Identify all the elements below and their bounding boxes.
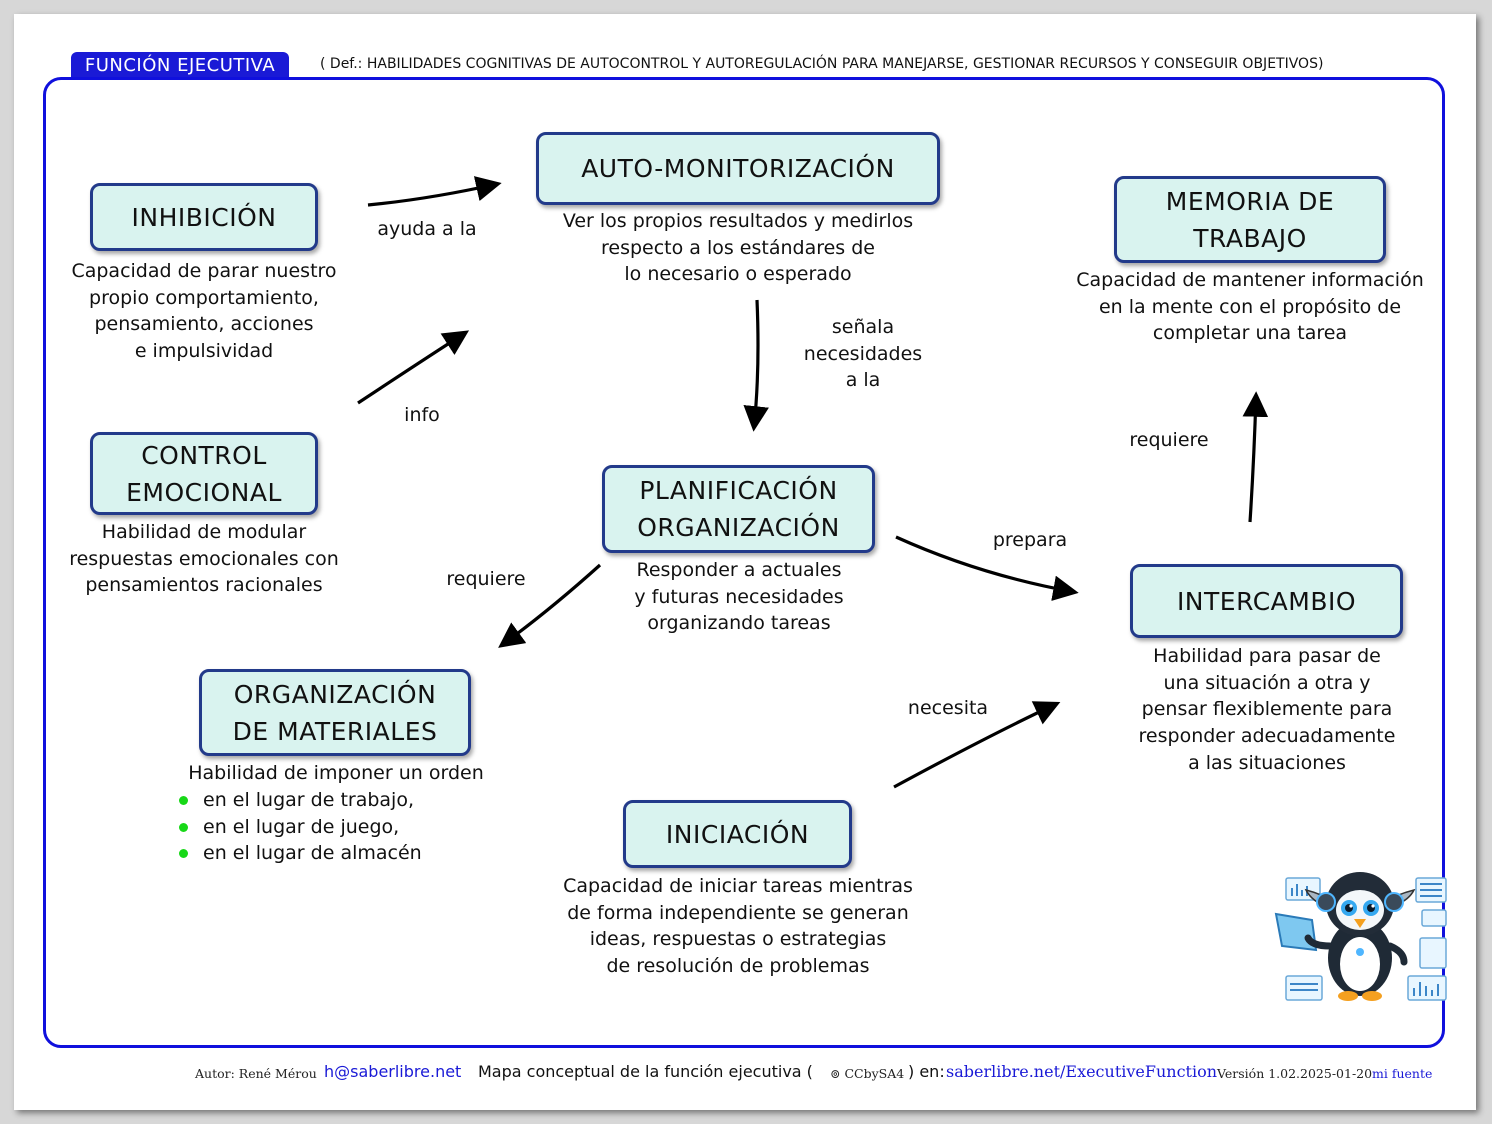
footer-author: Autor: René Mérou <box>195 1066 317 1081</box>
desc-iniciacion: Capacidad de iniciar tareas mientras de … <box>563 875 913 978</box>
bullet-text: en el lugar de trabajo, <box>203 789 414 811</box>
bullet-text: en el lugar de almacén <box>203 842 422 865</box>
node-memoria-de-trabajo: MEMORIA DE TRABAJO <box>1114 176 1386 263</box>
desc-memoria-de-trabajo: Capacidad de mantener información en la … <box>1076 269 1424 345</box>
definition-text: ( Def.: HABILIDADES COGNITIVAS DE AUTOCO… <box>320 56 1324 72</box>
page-title-badge: FUNCIÓN EJECUTIVA <box>71 52 289 78</box>
label-info: info <box>404 404 440 426</box>
arrow-intercambio-memoria <box>1242 391 1269 523</box>
label-necesita: necesita <box>907 697 989 719</box>
node-inhibicion: INHIBICIÓN <box>90 183 318 251</box>
list-item: en el lugar de juego, <box>176 814 422 841</box>
node-planificacion-organizacion: PLANIFICACIÓN ORGANIZACIÓN <box>602 465 875 553</box>
desc-control-emocional: Habilidad de modular respuestas emociona… <box>69 521 339 597</box>
footer-description: Mapa conceptual de la función ejecutiva … <box>478 1062 813 1081</box>
bullet-text: en el lugar de juego, <box>203 815 400 838</box>
footer-version: Versión 1.02.2025-01-20 <box>1217 1066 1373 1081</box>
footer-text-en: ) en: <box>908 1062 945 1081</box>
desc-organizacion-materiales: Habilidad de imponer un orden <box>188 762 484 784</box>
desc-auto-monitorizacion: Ver los propios resultados y medirlos re… <box>562 210 914 286</box>
diagram-frame <box>43 77 1445 1048</box>
arrow-planif-materiales <box>498 563 602 648</box>
footer-email-link[interactable]: h@saberlibre.net <box>324 1062 462 1081</box>
node-intercambio: INTERCAMBIO <box>1130 564 1403 638</box>
node-iniciacion: INICIACIÓN <box>623 800 852 868</box>
arrow-iniciacion-intercambio <box>893 701 1061 789</box>
bullet-dot-icon <box>179 795 188 805</box>
list-item: en el lugar de almacén <box>176 840 422 867</box>
footer-site-link[interactable]: saberlibre.net/ExecutiveFunction <box>946 1062 1218 1081</box>
footer-license-badge[interactable]: ⊚ CCbySA4 <box>830 1066 905 1081</box>
node-auto-monitorizacion: AUTO-MONITORIZACIÓN <box>536 132 940 205</box>
node-control-emocional: CONTROL EMOCIONAL <box>90 432 318 515</box>
arrow-control-automon <box>357 330 470 405</box>
arrow-automon-planif <box>743 299 769 432</box>
bullet-dot-icon <box>179 849 188 859</box>
label-ayuda-a-la: ayuda a la <box>377 218 477 240</box>
robot-penguin-illustration <box>1274 872 1447 1001</box>
materiales-bullet-list: en el lugar de trabajo, en el lugar de j… <box>176 787 422 867</box>
label-requiere-memoria: requiere <box>1129 429 1209 451</box>
label-prepara: prepara <box>992 529 1068 551</box>
list-item: en el lugar de trabajo, <box>176 787 422 814</box>
desc-planificacion: Responder a actuales y futuras necesidad… <box>634 559 844 635</box>
bullet-dot-icon <box>179 822 188 832</box>
arrow-inhibicion-automon <box>367 176 502 207</box>
label-senala-necesidades: señala necesidades a la <box>803 316 923 392</box>
desc-intercambio: Habilidad para pasar de una situación a … <box>1138 645 1396 774</box>
node-organizacion-materiales: ORGANIZACIÓN DE MATERIALES <box>199 669 471 756</box>
arrow-planif-intercambio <box>895 535 1079 601</box>
desc-inhibicion: Capacidad de parar nuestro propio compor… <box>71 260 337 363</box>
footer: Autor: René Mérou h@saberlibre.net Mapa … <box>0 1062 1492 1084</box>
footer-source-link[interactable]: mi fuente <box>1372 1066 1433 1081</box>
label-requiere-materiales: requiere <box>446 568 526 590</box>
